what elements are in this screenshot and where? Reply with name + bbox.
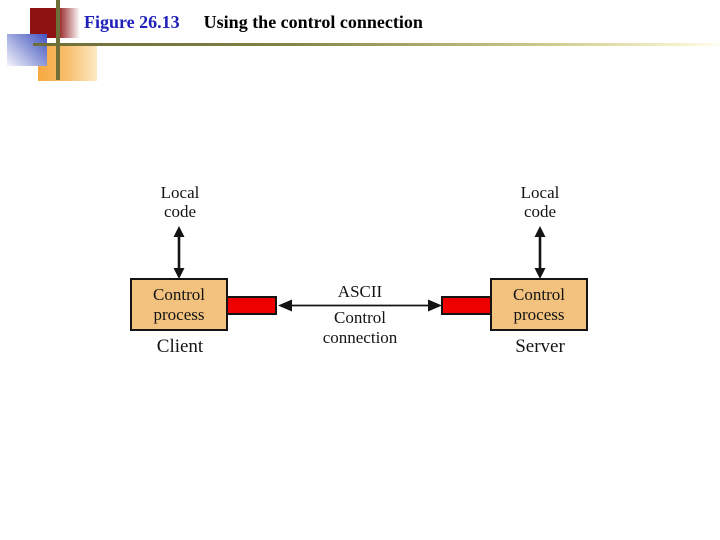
client-bidirectional-arrow [173, 226, 185, 279]
ascii-label: ASCII [337, 282, 383, 301]
client-connection-port [226, 296, 277, 315]
server-label: Server [515, 336, 565, 357]
slide-title: Figure 26.13 Using the control connection [84, 12, 704, 33]
server-bidirectional-arrow [534, 226, 546, 279]
server-control-process-box: Control process [490, 278, 588, 331]
client-local-code-label: Local code [160, 183, 200, 221]
ornament-blue-square [7, 34, 47, 66]
server-connection-port [441, 296, 492, 315]
header-vertical-rule [56, 0, 60, 80]
header-horizontal-rule [33, 43, 720, 46]
ornament-orange-square [38, 46, 97, 81]
ornament-maroon-square [30, 8, 80, 38]
client-label: Client [156, 336, 204, 357]
figure-caption: Using the control connection [203, 12, 423, 32]
server-local-code-label: Local code [520, 183, 560, 221]
control-connection-label: Control connection [322, 308, 398, 347]
client-control-process-box: Control process [130, 278, 228, 331]
control-connection-arrow [278, 299, 442, 312]
figure-number: Figure 26.13 [84, 12, 180, 32]
